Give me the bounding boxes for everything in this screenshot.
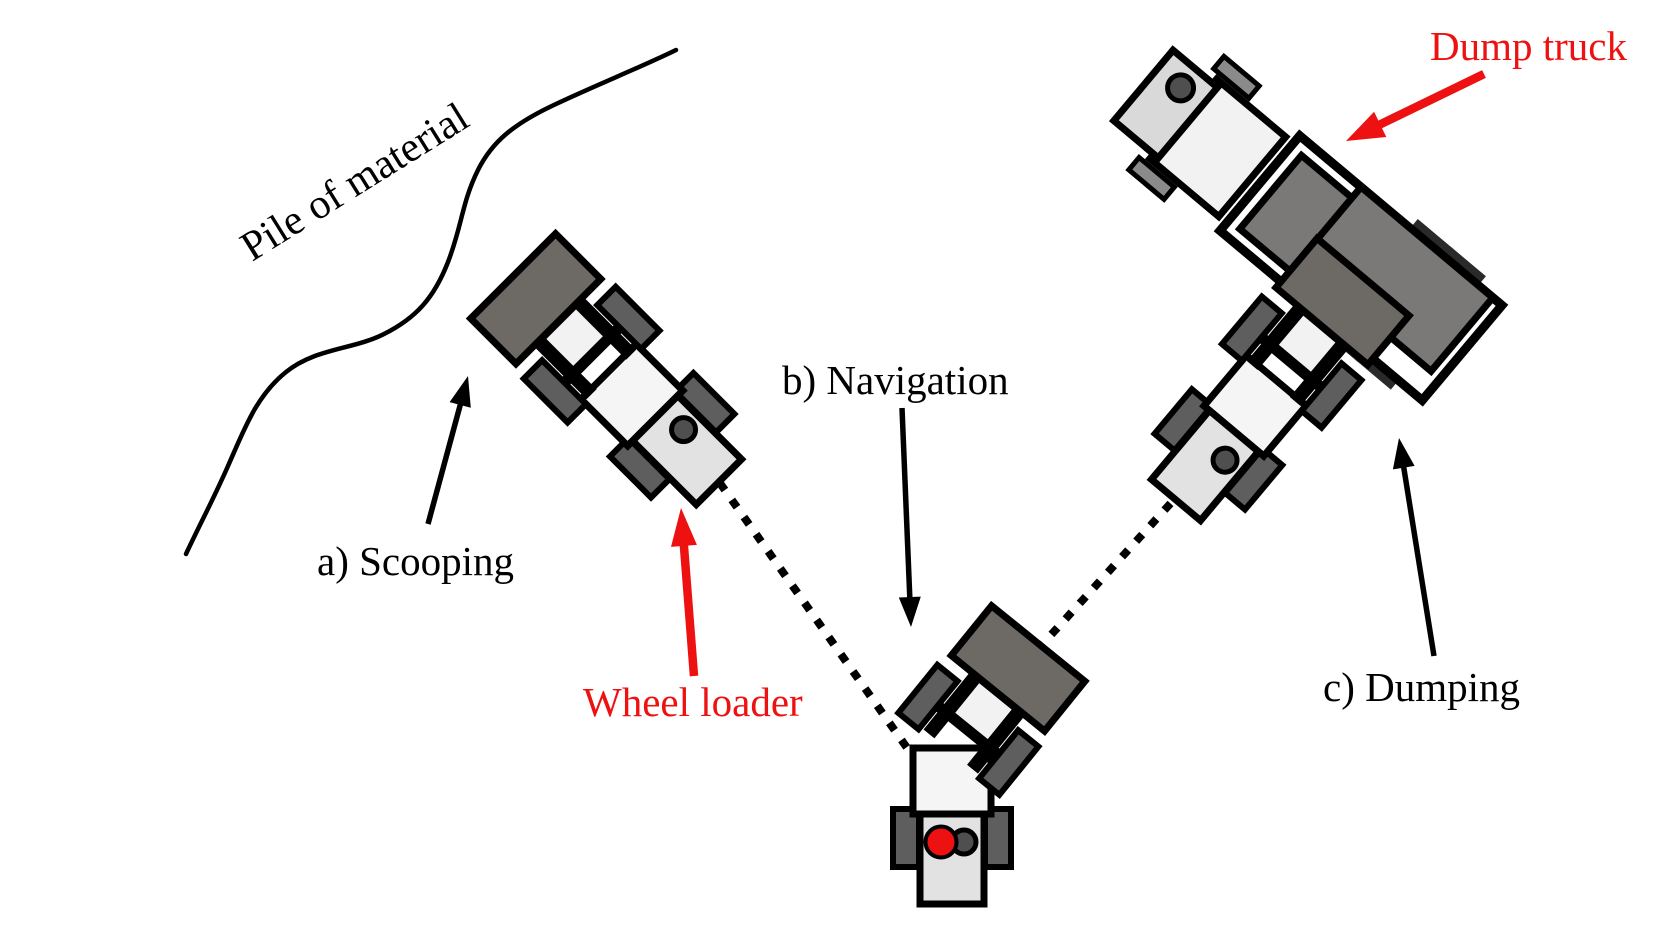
dumping-arrow — [1392, 438, 1437, 657]
dumping-arrow-head — [1392, 438, 1415, 470]
dump-truck-arrow-shaft — [1375, 70, 1486, 130]
stage-b-label: b) Navigation — [782, 357, 1009, 403]
wheel-loader-arrow-shaft — [679, 542, 699, 677]
arrows-layer — [425, 70, 1486, 677]
wheel-loader-label: Wheel loader — [583, 679, 803, 725]
navigation-arrow-head — [898, 596, 921, 627]
scooping-arrow-head — [449, 376, 471, 408]
stage-c-label: c) Dumping — [1323, 664, 1520, 710]
wheel-loader-dumping — [1126, 235, 1413, 541]
wheel-loader-scooping — [467, 230, 765, 528]
scooping-arrow — [425, 376, 471, 525]
dump-truck-label: Dump truck — [1430, 23, 1627, 69]
loader-a-rear — [567, 330, 761, 524]
wheel-loader-navigating — [893, 603, 1089, 904]
navigation-arrow-shaft — [899, 407, 913, 601]
dump-truck-arrow-head — [1346, 111, 1387, 141]
pile-curve — [183, 47, 679, 557]
wheel-loader-arrow-head — [671, 508, 697, 547]
dumping-arrow-shaft — [1400, 464, 1437, 657]
loader-c-rear — [1131, 343, 1322, 538]
wheel-loader-arrow — [671, 508, 699, 677]
dump-truck-arrow — [1346, 70, 1486, 141]
current-position-marker — [923, 824, 959, 860]
pile-label: Pile of material — [233, 94, 477, 270]
navigation-arrow — [898, 407, 921, 627]
path-navigation-to-dump — [1034, 498, 1176, 653]
scooping-arrow-shaft — [425, 401, 464, 525]
stage-a-label: a) Scooping — [317, 538, 514, 584]
